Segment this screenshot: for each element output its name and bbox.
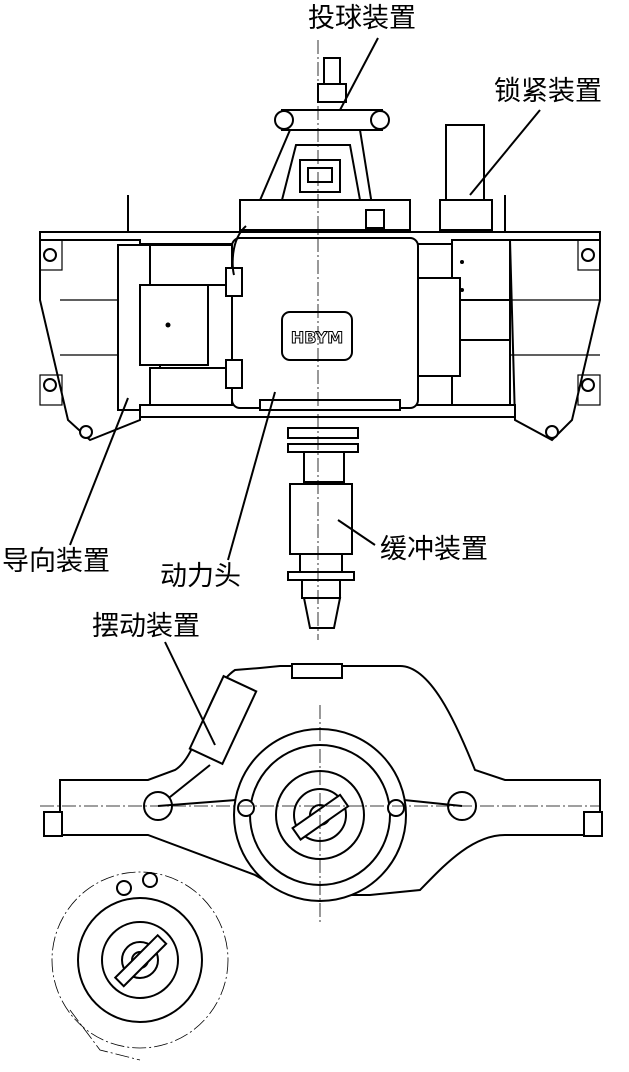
label-ball-launcher: 投球装置: [308, 3, 416, 34]
label-power-head: 动力头: [160, 561, 241, 592]
label-swing-device: 摆动装置: [92, 611, 200, 642]
label-buffer-device: 缓冲装置: [380, 534, 488, 565]
locking-device: [439, 124, 506, 240]
buffer-device: [287, 483, 355, 629]
ball-launcher-device: [239, 57, 411, 231]
leader-lines: [69, 37, 541, 746]
plan-view: [40, 663, 603, 1061]
label-guide-device: 导向装置: [2, 546, 110, 577]
label-locking-device: 锁紧装置: [494, 76, 602, 107]
power-head: HBYM: [225, 225, 419, 411]
front-elevation-view: HBYM: [39, 40, 601, 640]
guide-device: [117, 244, 233, 411]
hbym-logo: HBYM: [291, 328, 343, 347]
